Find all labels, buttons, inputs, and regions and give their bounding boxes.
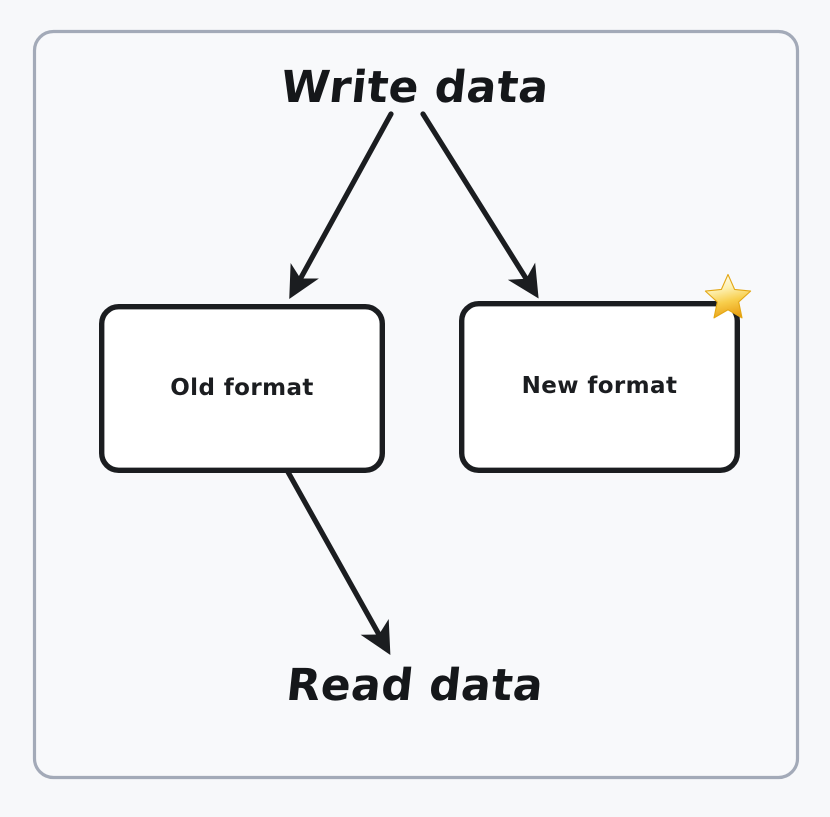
node-old-format-box[interactable]: [98, 304, 386, 474]
outer-frame: [32, 29, 800, 780]
star-icon: [704, 273, 752, 319]
page-title-write-data: Write data: [278, 62, 552, 113]
arrow-old-to-read: [285, 469, 391, 655]
arrow-write-to-new: [420, 111, 539, 299]
page-title-read-data: Read data: [283, 660, 546, 711]
node-label-new-format: New format: [521, 373, 678, 399]
arrow-write-to-old: [289, 111, 394, 300]
node-label-old-format: Old format: [170, 375, 314, 401]
node-new-format-box[interactable]: [459, 301, 741, 474]
